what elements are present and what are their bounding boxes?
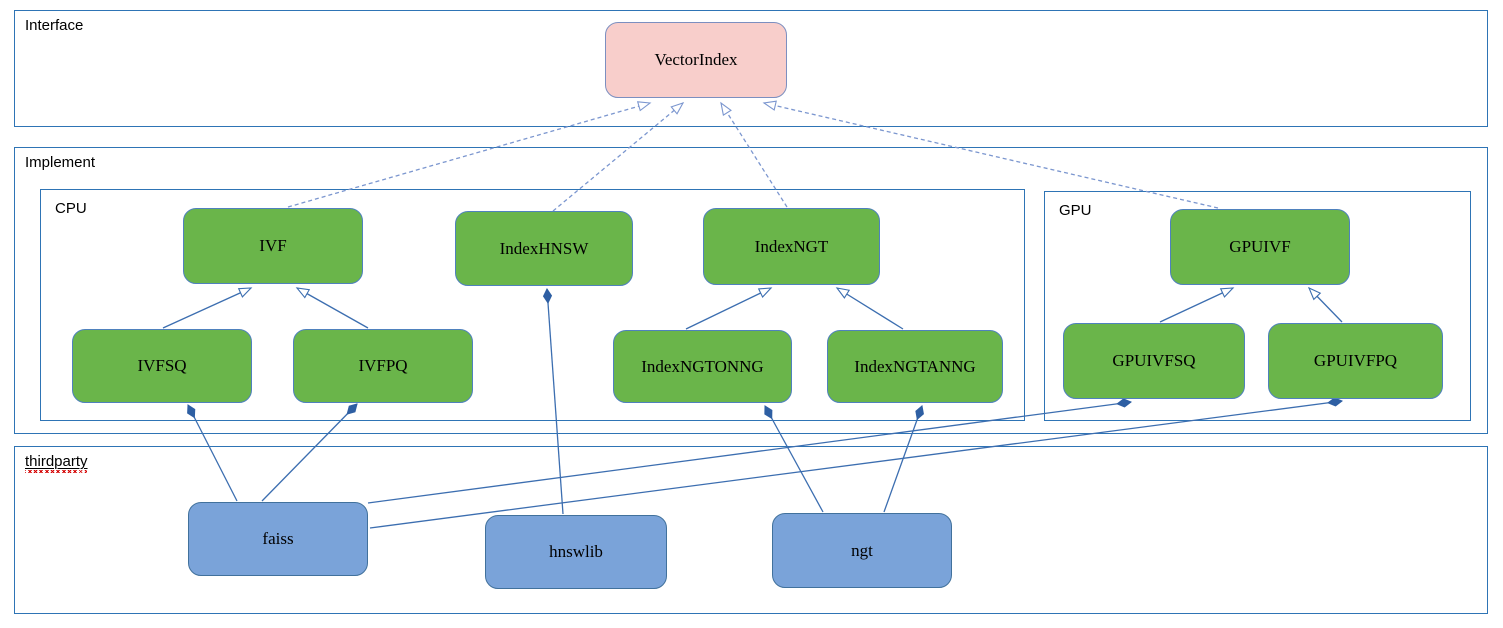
node-vectorindex[interactable]: VectorIndex (605, 22, 787, 98)
node-indexngtonng[interactable]: IndexNGTONNG (613, 330, 792, 403)
node-gpuivfsq[interactable]: GPUIVFSQ (1063, 323, 1245, 399)
section-cpu-label: CPU (55, 200, 87, 217)
edge-indexngtanng-to-indexngt (835, 287, 904, 330)
section-interface-label: Interface (25, 17, 84, 34)
node-indexhnsw[interactable]: IndexHNSW (455, 211, 633, 286)
node-faiss-label: faiss (262, 529, 294, 548)
section-implement-label: Implement (25, 154, 96, 171)
section-gpu-label: GPU (1059, 202, 1092, 219)
node-hnswlib-label: hnswlib (549, 542, 603, 561)
node-indexngtanng-label: IndexNGTANNG (854, 356, 976, 376)
edge-indexngtonng-to-indexngt (685, 287, 773, 330)
node-ngt[interactable]: ngt (772, 513, 952, 588)
edge-ivfpq-to-ivf (295, 287, 369, 329)
edge-hnswlib-to-indexhnsw (542, 287, 564, 515)
node-ivf-label: IVF (259, 236, 287, 255)
node-ivfsq[interactable]: IVFSQ (72, 329, 252, 403)
edge-indexhnsw-to-vectorindex (552, 102, 685, 212)
section-cpu: CPU (40, 189, 1025, 421)
node-indexngt[interactable]: IndexNGT (703, 208, 880, 285)
node-ivfpq-label: IVFPQ (358, 356, 408, 375)
node-vectorindex-label: VectorIndex (654, 50, 738, 69)
edge-ivf-to-vectorindex (287, 101, 652, 208)
edge-faiss-to-gpuivfpq (369, 397, 1343, 529)
section-interface: Interface (14, 10, 1488, 127)
edge-gpuivfsq-to-gpuivf (1159, 287, 1235, 323)
node-ngt-label: ngt (851, 540, 873, 560)
node-indexngtanng[interactable]: IndexNGTANNG (827, 330, 1003, 403)
section-thirdparty: thirdparty (14, 446, 1488, 614)
node-hnswlib[interactable]: hnswlib (485, 515, 667, 589)
node-ivfpq[interactable]: IVFPQ (293, 329, 473, 403)
edge-ngt-to-indexngtonng (764, 405, 824, 513)
edge-faiss-to-gpuivfsq (367, 398, 1132, 504)
section-thirdparty-label: thirdparty (25, 453, 88, 473)
node-ivf[interactable]: IVF (183, 208, 363, 284)
node-indexngt-label: IndexNGT (754, 236, 829, 256)
edge-indexngt-to-vectorindex (720, 101, 788, 208)
section-implement: Implement (14, 147, 1488, 434)
edge-gpuivf-to-vectorindex (762, 100, 1219, 209)
edge-gpuivfpq-to-gpuivf (1307, 286, 1343, 323)
edge-faiss-to-ivfpq (261, 403, 358, 502)
node-gpuivf[interactable]: GPUIVF (1170, 209, 1350, 285)
section-gpu: GPU (1044, 191, 1471, 421)
node-gpuivfsq-label: GPUIVFSQ (1112, 351, 1196, 370)
node-gpuivf-label: GPUIVF (1229, 237, 1291, 256)
node-indexngtonng-label: IndexNGTONNG (641, 356, 764, 376)
edge-ivfsq-to-ivf (162, 287, 253, 329)
node-gpuivfpq-label: GPUIVFPQ (1313, 351, 1398, 370)
node-faiss[interactable]: faiss (188, 502, 368, 576)
node-ivfsq-label: IVFSQ (137, 356, 187, 375)
node-gpuivfpq[interactable]: GPUIVFPQ (1268, 323, 1443, 399)
edge-faiss-to-ivfsq (187, 404, 238, 502)
node-indexhnsw-label: IndexHNSW (499, 238, 589, 258)
